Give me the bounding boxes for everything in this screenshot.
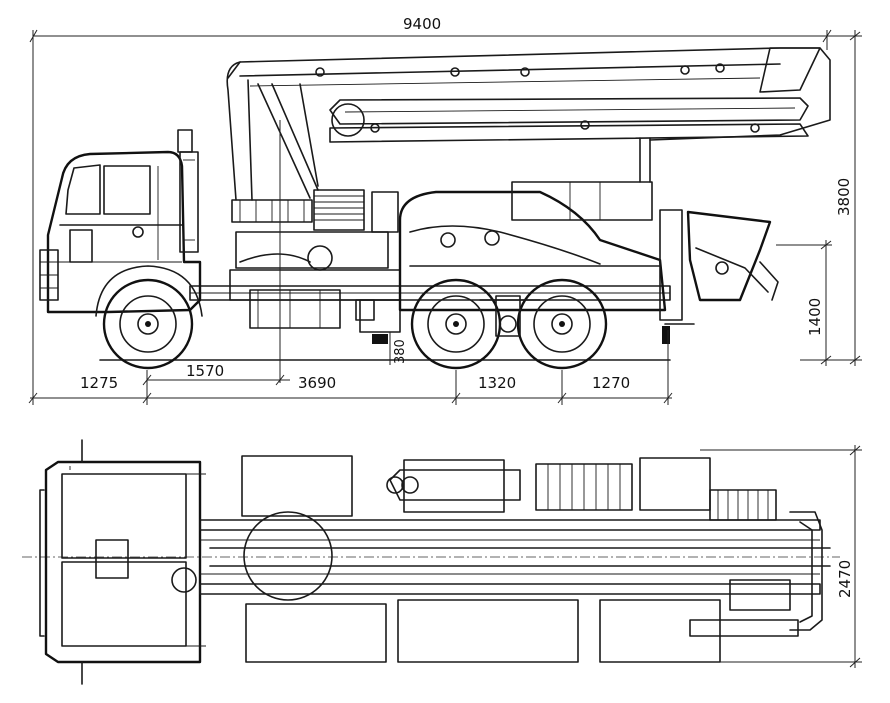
- outriggers: [355, 299, 670, 344]
- dim-overall-width: 2470: [836, 560, 854, 598]
- turret-ring: [243, 511, 333, 601]
- front-wheel: [95, 265, 203, 370]
- concrete-hopper: [664, 210, 779, 325]
- dim-overall-height: 3800: [835, 178, 853, 216]
- dim-overall-length: 9400: [403, 15, 441, 33]
- dim-ground-clearance: 380: [393, 339, 408, 364]
- turret-pivot: [171, 567, 197, 593]
- dim-rear-overhang: 1270: [592, 374, 630, 392]
- side-view: 9400 3800 1400 380 1275 1570 3690 1320 1…: [28, 15, 862, 405]
- top-frame: [199, 519, 831, 595]
- exhaust-stack: [177, 129, 199, 253]
- bogie-suspension: [479, 295, 541, 337]
- dim-tail-height: 1400: [806, 298, 824, 336]
- top-body: [241, 455, 791, 663]
- dim-front-overhang: 1275: [80, 374, 118, 392]
- top-cab: [39, 439, 206, 685]
- dimension-lines-top: [700, 445, 862, 668]
- dimension-lines-side: [28, 29, 862, 405]
- rear-wheel-2: [516, 278, 608, 370]
- concrete-boom: [226, 47, 831, 201]
- top-view: 2470: [22, 439, 862, 685]
- dim-bogie-spacing: 1320: [478, 374, 516, 392]
- dim-wheelbase-front: 1570: [186, 362, 224, 380]
- top-rear-pipes: [689, 511, 823, 637]
- truck-cab: [39, 150, 202, 314]
- pump-body: [371, 181, 683, 321]
- dim-wheelbase-total: 3690: [298, 374, 336, 392]
- boom-base: [231, 189, 389, 271]
- chassis-frame: [189, 269, 671, 333]
